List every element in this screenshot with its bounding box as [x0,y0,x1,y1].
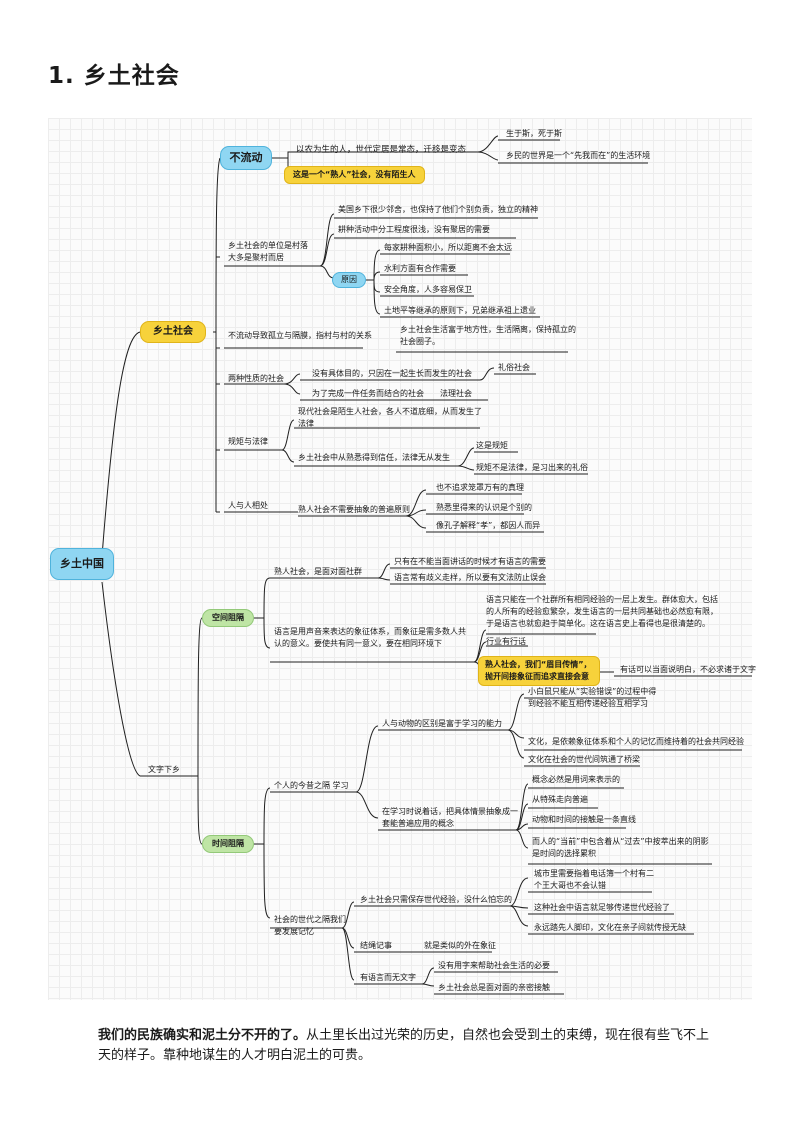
leaf-node: 也不追求笼罩万有的真理 [436,483,524,492]
node-text: 安全角度，人多容易保卫 [384,285,472,294]
node-text: 而人的“当前”中包含着从“过去”中按萃出来的阴影是时间的选择累积 [532,837,709,858]
node-text: 乡土社会中从熟悉得到信任，法律无从发生 [298,453,450,462]
node-text: 美国乡下很少邻舍，也保持了他们个别负责，独立的精神 [338,205,538,214]
leaf-node: 像孔子解释“孝”，都因人而异 [436,521,541,530]
highlight-node: 这是一个“熟人”社会，没有陌生人 [284,166,425,184]
node-text: 不流动导致孤立与隔膜，指村与村的关系 [228,331,372,340]
node-text: 文化，是依赖象征体系和个人的记忆而维持着的社会共同经验 [528,737,744,746]
node-text: 土地平等继承的原则下，兄弟继承祖上遗业 [384,306,536,315]
node-text: 人与人相处 [228,501,268,510]
node-text: 小白鼠只能从“实验错误”的过程中得到经验不能互相传递经验互相学习 [528,687,657,708]
node-text: 水利方面有合作需要 [384,264,456,273]
connector-lines [101,135,752,995]
page-title: 1. 乡土社会 [48,63,180,89]
node-time-barrier[interactable]: 时间阻隔 [202,835,254,853]
node-text: 动物和时间的接触是一条直线 [532,815,636,824]
branch-wenzi-xiaxiang[interactable]: 文字下乡 [148,765,180,774]
node-text: 个人的今昔之隔 学习 [274,781,349,790]
node-text: 规矩与法律 [228,437,268,446]
node-text: 两种性质的社会 [228,374,284,383]
node-text: 从特殊走向普遍 [532,795,588,804]
mind-map: 乡土中国 乡土社会 不流动 以农为生的人，世代定居是常态，迁移是变态 这是一个“… [48,118,756,1000]
node-text: 结绳记事 [360,941,392,950]
node-text: 有语言而无文字 [360,973,416,982]
leaf-node: 熟悉里得来的认识是个别的 [436,503,532,512]
node-text: 没有具体目的，只因在一起生长而发生的社会 [312,369,472,378]
node-text: 现代社会是陌生人社会，各人不道底细，从而发生了法律 [298,407,482,428]
leaf-node: 乡土社会总是面对面的亲密接触 [438,983,550,992]
node-text: 语言常有歧义走样，所以要有文法防止误会 [394,573,546,582]
root-node[interactable]: 乡土中国 [50,548,114,580]
branch-xiangtu-shehui[interactable]: 乡土社会 [140,321,206,343]
leaf-node: 法理社会 [440,389,472,398]
quote-rest: 从土里长出过光荣的历史，自然也会受到土的束缚，现在很有些飞不上天的样子。靠种地谋… [98,1028,710,1063]
leaf-node: 有话可以当面说明白，不必求诸于文字 [620,665,756,674]
leaf-node: 生于斯，死于斯 [506,129,562,138]
highlight-node: 熟人社会，我们“眉目传情”，抛开间接象征而追求直接会意 [478,656,600,686]
node-bu-liudong[interactable]: 不流动 [220,146,272,170]
node-text: 在学习时说着话，把具体情景抽象成一套能普遍应用的概念 [382,807,518,828]
node-text: 语言是用声音来表达的象征体系，而象征是需多数人共认的意义。要使共有同一意义，要在… [274,627,466,648]
node-reason[interactable]: 原因 [332,272,366,288]
node-text: 行业有行话 [486,637,526,646]
closing-quote: 我们的民族确实和泥土分不开的了。从土里长出过光荣的历史，自然也会受到土的束缚，现… [98,1026,718,1066]
node-text: 乡土社会生活富于地方性，生活隔离，保持孤立的社会圈子。 [400,325,576,346]
node-text: 乡土社会只需保存世代经验，没什么怕忘的 [360,895,512,904]
node-text: 城市里需要指着电话簿一个村有二个王大哥也不会认错 [534,869,654,890]
node-space-barrier[interactable]: 空间阻隔 [202,609,254,627]
node-text: 语言只能在一个社群所有相同经验的一层上发生。群体愈大，包括的人所有的经验愈繁杂，… [486,595,718,628]
node-text: 以农为生的人，世代定居是常态，迁移是变态 [296,145,467,155]
node-text: 乡土社会的单位是村落大多是聚村而居 [228,241,308,262]
leaf-node: 这是规矩 [476,441,508,450]
node-text: 耕种活动中分工程度很浅，没有聚居的需要 [338,225,490,234]
leaf-node: 就是类似的外在象征 [424,941,496,950]
node-text: 每家耕种面积小，所以距离不会太远 [384,243,512,252]
leaf-node: 规矩不是法律，是习出来的礼俗 [476,463,588,472]
node-text: 人与动物的区别是富于学习的能力 [382,719,502,728]
node-text: 永远踏先人脚印，文化在亲子间就传授无缺 [534,923,686,932]
leaf-node: 乡民的世界是一个“先我而在”的生活环境 [506,151,651,160]
node-text: 社会的世代之隔我们要发展记忆 [274,915,346,936]
node-text: 这种社会中语言就足够传递世代经验了 [534,903,670,912]
node-text: 文化在社会的世代间筑通了桥梁 [528,755,640,764]
node-text: 熟人社会不需要抽象的普遍原则 [298,505,410,514]
node-text: 概念必然是用词来表示的 [532,775,620,784]
node-text: 只有在不能当面讲话的时候才有语言的需要 [394,557,546,566]
leaf-node: 没有用字来帮助社会生活的必要 [438,961,550,970]
quote-bold: 我们的民族确实和泥土分不开的了。 [98,1028,307,1043]
leaf-node: 礼俗社会 [498,363,530,372]
node-text: 熟人社会，是面对面社群 [274,567,362,576]
node-text: 为了完成一件任务而结合的社会 [312,389,424,398]
